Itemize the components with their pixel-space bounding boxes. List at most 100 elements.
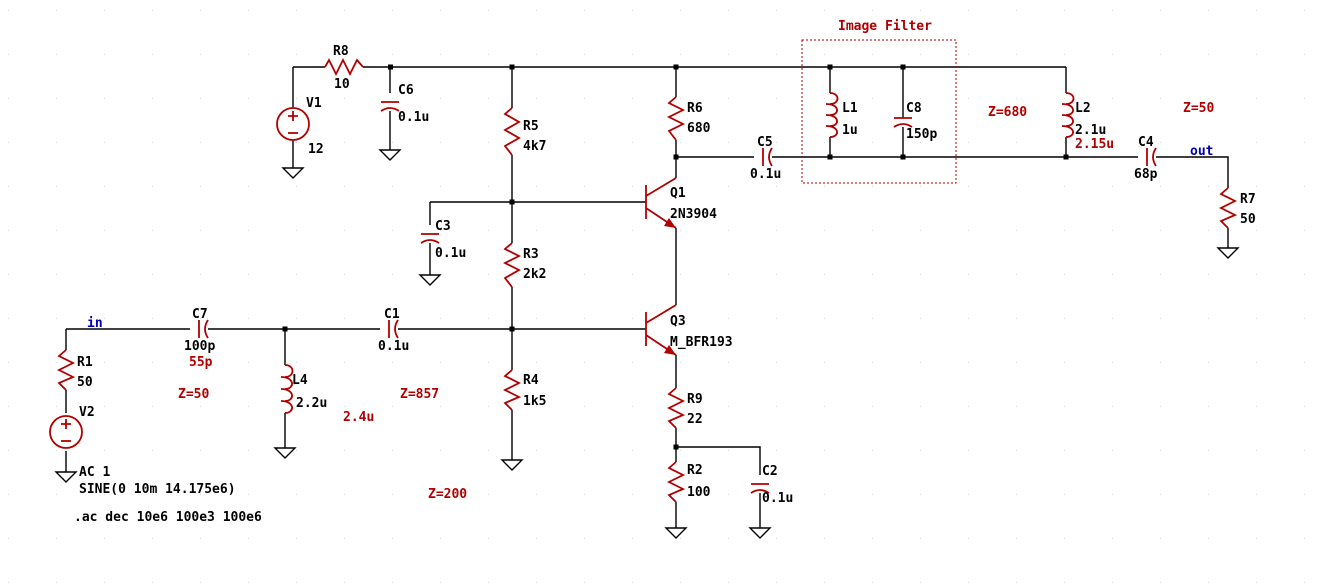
ground-icon	[418, 274, 442, 286]
component-ref: L2	[1075, 101, 1091, 116]
component-ref: C5	[757, 135, 773, 150]
component-value: 150p	[906, 127, 937, 142]
capacitor-C8[interactable]: C8 150p	[893, 101, 937, 142]
capacitor-C3[interactable]: C3 0.1u	[420, 219, 466, 261]
component-ref: R1	[77, 355, 93, 370]
component-ref: R2	[687, 463, 703, 478]
component-ref: L1	[842, 101, 858, 116]
ground-symbols	[54, 149, 1240, 539]
component-ref: R3	[523, 247, 539, 262]
component-value: 68p	[1134, 167, 1158, 182]
net-label-out: out	[1190, 144, 1213, 159]
component-ref: Q3	[670, 314, 686, 329]
capacitor-C5[interactable]: C5 0.1u	[750, 135, 781, 182]
alt-value-note: 2.4u	[343, 410, 374, 425]
capacitor-C1[interactable]: C1 0.1u	[378, 307, 409, 354]
component-ref: C1	[384, 307, 400, 322]
component-value: 1k5	[523, 394, 546, 409]
capacitor-C4[interactable]: C4 68p	[1134, 135, 1158, 182]
ground-icon	[273, 447, 297, 459]
junctions	[282, 64, 1069, 450]
component-value: 12	[308, 142, 324, 157]
component-ref: C8	[906, 101, 922, 116]
resistor-R8[interactable]: R8 10	[324, 44, 364, 92]
component-ref: R7	[1240, 192, 1256, 207]
canvas-grid	[8, 10, 1305, 583]
component-value: 4k7	[523, 139, 546, 154]
component-value: 10	[334, 77, 350, 92]
capacitor-C7[interactable]: C7 100p	[184, 307, 215, 354]
component-value: 2.1u	[1075, 123, 1106, 138]
component-ref: C4	[1138, 135, 1154, 150]
resistor-R4[interactable]: R4 1k5	[502, 369, 546, 411]
component-value: 0.1u	[398, 110, 429, 125]
ground-icon	[281, 167, 305, 179]
resistor-R2[interactable]: R2 100	[666, 461, 711, 503]
spice-directive[interactable]: .ac dec 10e6 100e3 100e6	[74, 510, 262, 525]
component-ref: C7	[192, 307, 208, 322]
component-ref: C3	[435, 219, 451, 234]
component-value: 0.1u	[378, 339, 409, 354]
component-ref: V2	[79, 405, 95, 420]
inductor-L4[interactable]: L4 2.2u	[280, 364, 327, 414]
component-ref: V1	[306, 96, 322, 111]
ground-icon	[1216, 247, 1240, 259]
component-ref: R5	[523, 119, 539, 134]
transistor-Q3[interactable]: Q3 M_BFR193	[645, 304, 733, 356]
component-ref: R6	[687, 101, 703, 116]
component-ref: C6	[398, 83, 414, 98]
component-ref: R9	[687, 392, 703, 407]
component-value: 2k2	[523, 267, 546, 282]
inductor-L1[interactable]: L1 1u	[825, 92, 858, 138]
voltage-source-V1[interactable]: V1 12	[276, 96, 324, 157]
component-value: M_BFR193	[670, 335, 733, 350]
capacitor-C2[interactable]: C2 0.1u	[750, 464, 793, 506]
component-value: 100	[687, 485, 711, 500]
capacitor-C6[interactable]: C6 0.1u	[380, 83, 429, 125]
resistor-R1[interactable]: R1 50	[56, 349, 93, 391]
component-value: 100p	[184, 339, 215, 354]
transistor-Q1[interactable]: Q1 2N3904	[645, 177, 717, 229]
image-filter-title: Image Filter	[838, 19, 932, 34]
source-spec-line2: SINE(0 10m 14.175e6)	[79, 482, 236, 497]
component-value: 0.1u	[750, 167, 781, 182]
resistor-R6[interactable]: R6 680	[666, 96, 711, 141]
ground-icon	[748, 527, 772, 539]
component-ref: Q1	[670, 186, 686, 201]
source-spec-line1: AC 1	[79, 465, 110, 480]
resistor-R3[interactable]: R3 2k2	[502, 242, 546, 288]
impedance-note: Z=200	[428, 487, 467, 502]
wires	[65, 66, 1229, 528]
alt-value-note: 2.15u	[1075, 137, 1114, 152]
voltage-source-V2[interactable]: V2 AC 1 SINE(0 10m 14.175e6)	[49, 405, 236, 497]
component-value: 0.1u	[762, 491, 793, 506]
ground-icon	[378, 149, 402, 161]
component-value: 1u	[842, 123, 858, 138]
component-value: 50	[77, 375, 93, 390]
resistor-R9[interactable]: R9 22	[666, 387, 703, 429]
component-value: 680	[687, 121, 711, 136]
resistor-R5[interactable]: R5 4k7	[503, 107, 546, 156]
image-filter-group: Image Filter	[801, 19, 957, 184]
component-ref: L4	[292, 373, 308, 388]
ground-icon	[664, 527, 688, 539]
impedance-note: Z=50	[1183, 101, 1214, 116]
ground-icon	[500, 459, 524, 471]
impedance-note: Z=50	[178, 387, 209, 402]
inductor-L2[interactable]: L2 2.1u	[1061, 92, 1106, 138]
component-value: 2.2u	[296, 396, 327, 411]
resistor-R7[interactable]: R7 50	[1218, 187, 1256, 229]
component-value: 2N3904	[670, 207, 717, 222]
impedance-note: Z=680	[988, 105, 1027, 120]
component-value: 22	[687, 412, 703, 427]
component-ref: C2	[762, 464, 778, 479]
ground-icon	[54, 471, 78, 483]
alt-value-note: 55p	[189, 355, 213, 370]
net-label-in: in	[87, 316, 103, 331]
component-value: 50	[1240, 212, 1256, 227]
impedance-note: Z=857	[400, 387, 439, 402]
component-value: 0.1u	[435, 246, 466, 261]
component-ref: R8	[333, 44, 349, 59]
component-ref: R4	[523, 373, 539, 388]
